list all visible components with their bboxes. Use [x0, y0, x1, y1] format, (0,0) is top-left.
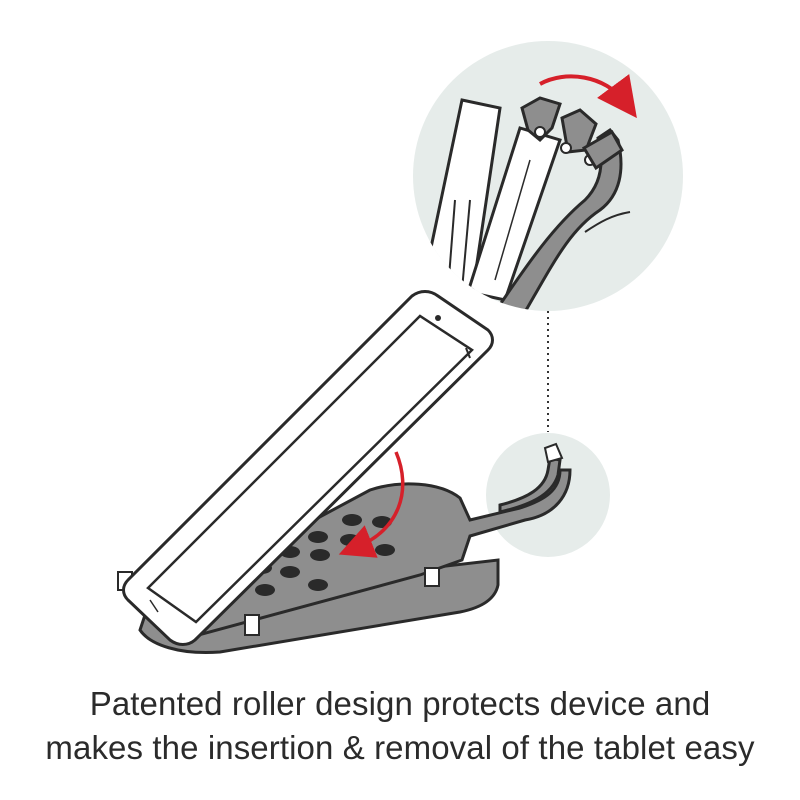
- caption-line-1: Patented roller design protects device a…: [89, 685, 711, 722]
- red-curved-arrow-icon: [539, 74, 637, 119]
- caption-line-2: makes the insertion & removal of the tab…: [45, 729, 755, 766]
- red-curved-arrow-icon: [338, 451, 405, 558]
- tablet: [122, 290, 494, 646]
